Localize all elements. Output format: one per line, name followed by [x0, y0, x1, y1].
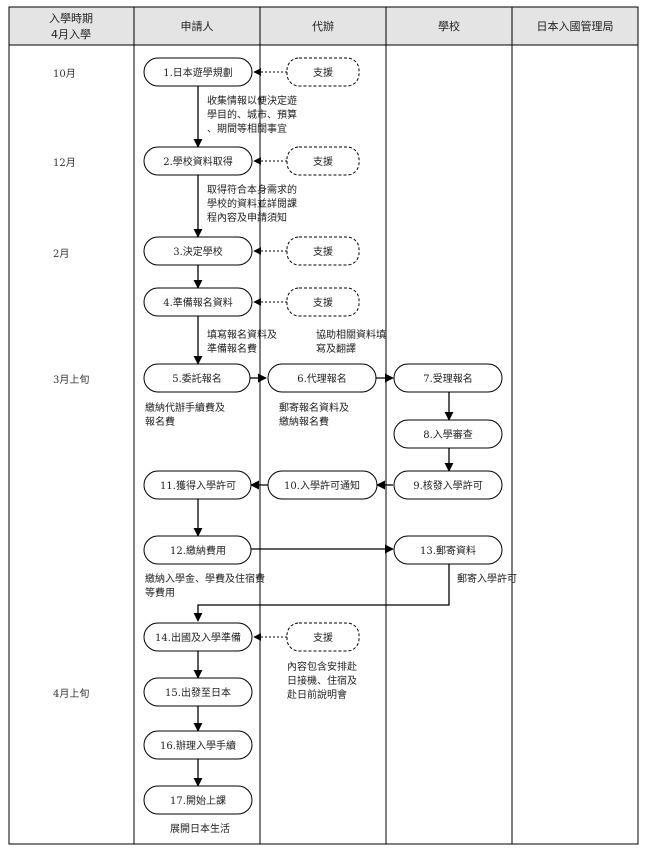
node-label: 5.委託報名	[172, 372, 222, 385]
chart-frame	[8, 6, 639, 845]
process-node	[143, 677, 253, 707]
process-node	[393, 419, 503, 449]
process-node	[143, 287, 253, 317]
node-label: 15.出發至日本	[165, 686, 231, 699]
flow-arrow	[193, 563, 450, 622]
column-header-immigration: 日本入國管理局	[537, 19, 614, 33]
note-line: 繳納報名費	[279, 415, 329, 428]
process-node	[143, 535, 252, 565]
timeline-label: 10月	[53, 68, 76, 80]
note-line: 寫及翻譯	[316, 342, 356, 355]
node-label: 9.核發入學許可	[413, 479, 483, 492]
note-line: 收集情報以便決定遊	[207, 94, 297, 107]
support-label: 支援	[313, 155, 333, 168]
node-label: 4.準備報名資料	[163, 296, 233, 309]
process-node	[143, 622, 253, 652]
note-line: 繳納代辦手續費及	[145, 401, 225, 414]
support-node	[286, 57, 360, 87]
note-line: 等費用	[145, 586, 175, 599]
node-label: 17.開始上課	[170, 794, 226, 807]
period-title: 入學時期	[49, 12, 93, 25]
node-label: 14.出國及入學準備	[155, 631, 241, 644]
process-node	[267, 470, 378, 500]
note-line: 赴日前說明會	[287, 688, 347, 701]
note-line: 繳納入學金、學費及住宿費	[145, 572, 265, 585]
support-node	[286, 287, 360, 317]
node-label: 7.受理報名	[423, 372, 473, 385]
column-header-applicant: 申請人	[181, 19, 214, 33]
node-label: 8.入學審查	[423, 428, 473, 441]
node-label: 12.繳納費用	[170, 544, 226, 557]
support-node	[286, 236, 360, 266]
node-label: 3.決定學校	[173, 245, 223, 258]
note-line: 學目的、城市、預算	[207, 108, 297, 121]
timeline-label: 4月上旬	[53, 687, 89, 700]
note-line: 準備報名費	[207, 342, 257, 355]
note-line: 內容包含安排赴	[287, 660, 357, 673]
node-label: 2.學校資料取得	[163, 155, 233, 168]
process-node	[143, 236, 253, 266]
period-subtitle: 4月入學	[51, 28, 91, 41]
note-line: 、期間等相關事宜	[207, 122, 287, 135]
process-node	[143, 785, 253, 815]
node-label: 13.郵寄資料	[420, 544, 476, 557]
support-label: 支援	[313, 245, 333, 258]
column-header-school: 學校	[438, 19, 460, 33]
process-node	[393, 470, 503, 500]
support-label: 支援	[313, 631, 333, 644]
note-line: 取得符合本身需求的	[207, 183, 297, 196]
note-line: 程內容及申請須知	[207, 211, 287, 224]
process-node	[143, 470, 252, 500]
note-line: 日接機、住宿及	[287, 674, 357, 687]
process-node	[143, 146, 253, 176]
process-node	[267, 363, 377, 393]
node-label: 10.入學許可通知	[284, 479, 360, 492]
note-line: 協助相關資料填	[316, 328, 386, 341]
timeline-label: 3月上旬	[53, 373, 89, 386]
node-label: 11.獲得入學許可	[160, 479, 236, 492]
column-header-agent: 代辦	[312, 19, 334, 33]
process-node	[143, 363, 251, 393]
header-bar	[8, 6, 639, 46]
timeline-label: 12月	[53, 157, 76, 169]
note-line: 填寫報名資料及	[207, 328, 277, 341]
support-node	[286, 146, 360, 176]
note-line: 郵寄報名資料及	[279, 401, 349, 414]
node-label: 6.代理報名	[297, 372, 347, 385]
node-label: 16.辦理入學手續	[160, 739, 236, 752]
process-node	[393, 535, 503, 565]
note-line: 報名費	[145, 415, 175, 428]
node-label: 1.日本遊學規劃	[163, 66, 233, 79]
support-label: 支援	[313, 296, 333, 309]
note-line: 郵寄入學許可	[457, 572, 517, 585]
support-label: 支援	[313, 66, 333, 79]
note-line: 學校的資料並詳閱課	[207, 197, 297, 210]
process-node	[143, 730, 253, 760]
process-node	[393, 363, 503, 393]
process-node	[143, 57, 253, 87]
timeline-label: 2月	[53, 248, 69, 260]
note-line: 展開日本生活	[170, 822, 230, 835]
support-node	[286, 622, 360, 652]
